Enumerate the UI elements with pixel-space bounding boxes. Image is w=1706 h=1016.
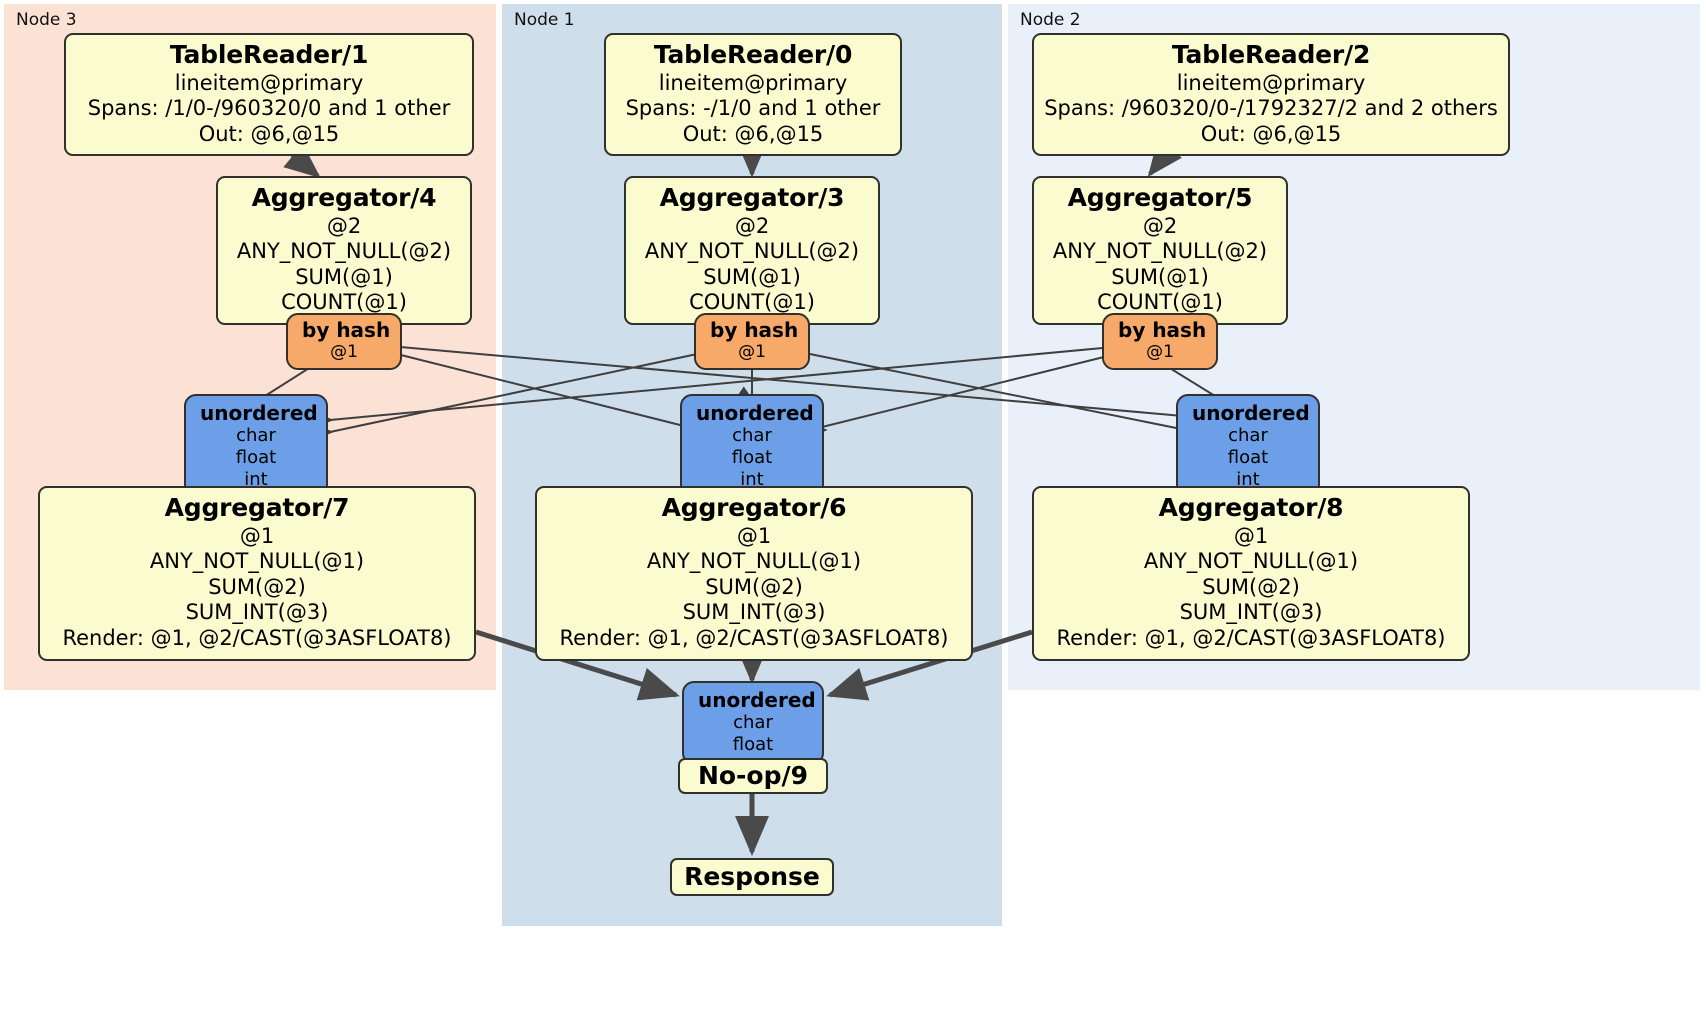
router-title: by hash — [1118, 318, 1207, 342]
processor-detail-line: Render: @1, @2/CAST(@3ASFLOAT8) — [1056, 625, 1446, 650]
synchronizer-type-line: char — [733, 712, 773, 734]
processor-detail-line: SUM_INT(@3) — [682, 600, 826, 625]
processor-detail-line: Render: @1, @2/CAST(@3ASFLOAT8) — [559, 625, 949, 650]
processor-aggregator-7[interactable]: Aggregator/7 @1 ANY_NOT_NULL(@1) SUM(@2)… — [38, 486, 476, 661]
processor-detail-line: lineitem@primary — [174, 70, 364, 95]
processor-response[interactable]: Response — [670, 858, 834, 896]
processor-detail-line: SUM(@2) — [1202, 574, 1300, 599]
processor-detail-line: @2 — [1142, 213, 1178, 238]
processor-tablereader-1[interactable]: TableReader/1 lineitem@primary Spans: /1… — [64, 33, 474, 157]
synchronizer-unordered-node1[interactable]: unordered char float int — [680, 394, 824, 501]
processor-aggregator-6[interactable]: Aggregator/6 @1 ANY_NOT_NULL(@1) SUM(@2)… — [535, 486, 973, 661]
processor-detail-line: ANY_NOT_NULL(@2) — [1052, 239, 1268, 264]
processor-title: Aggregator/8 — [1158, 493, 1344, 522]
processor-title: TableReader/2 — [1171, 40, 1371, 69]
synchronizer-type-line: float — [731, 447, 773, 469]
synchronizer-type-line: char — [732, 425, 772, 447]
processor-detail-line: SUM_INT(@3) — [1179, 600, 1323, 625]
processor-detail-line: Spans: /1/0-/960320/0 and 1 other — [87, 96, 451, 121]
processor-title: Aggregator/5 — [1067, 183, 1253, 212]
processor-title: TableReader/1 — [169, 40, 369, 69]
processor-detail-line: SUM(@1) — [1111, 264, 1209, 289]
processor-detail-line: SUM(@1) — [703, 264, 801, 289]
processor-detail-line: @1 — [736, 523, 772, 548]
synchronizer-title: unordered — [698, 688, 816, 712]
synchronizer-title: unordered — [1192, 401, 1310, 425]
router-title: by hash — [710, 318, 799, 342]
synchronizer-type-line: float — [732, 734, 774, 756]
processor-detail-line: ANY_NOT_NULL(@2) — [236, 239, 452, 264]
processor-detail-line: ANY_NOT_NULL(@1) — [149, 549, 365, 574]
processor-detail-line: lineitem@primary — [658, 70, 848, 95]
processor-aggregator-8[interactable]: Aggregator/8 @1 ANY_NOT_NULL(@1) SUM(@2)… — [1032, 486, 1470, 661]
synchronizer-title: unordered — [696, 401, 814, 425]
processor-detail-line: COUNT(@1) — [689, 290, 815, 315]
processor-detail-line: SUM(@2) — [208, 574, 306, 599]
processor-title: Response — [684, 861, 820, 891]
router-title: by hash — [302, 318, 391, 342]
processor-title: No-op/9 — [697, 760, 809, 790]
node-panel-label-node3: Node 3 — [16, 10, 77, 30]
synchronizer-type-line: int — [1236, 469, 1260, 491]
processor-aggregator-5[interactable]: Aggregator/5 @2 ANY_NOT_NULL(@2) SUM(@1)… — [1032, 176, 1288, 325]
processor-detail-line: @1 — [239, 523, 275, 548]
synchronizer-type-line: float — [1227, 447, 1269, 469]
synchronizer-unordered-final[interactable]: unordered char float — [682, 681, 824, 766]
processor-title: Aggregator/3 — [659, 183, 845, 212]
processor-detail-line: @2 — [734, 213, 770, 238]
processor-detail-line: Spans: /960320/0-/1792327/2 and 2 others — [1044, 96, 1498, 121]
processor-detail-line: COUNT(@1) — [281, 290, 407, 315]
processor-tablereader-0[interactable]: TableReader/0 lineitem@primary Spans: -/… — [604, 33, 902, 157]
processor-detail-line: lineitem@primary — [1176, 70, 1366, 95]
processor-title: TableReader/0 — [653, 40, 853, 69]
processor-detail-line: ANY_NOT_NULL(@1) — [1143, 549, 1359, 574]
node-panel-label-node2: Node 2 — [1020, 10, 1081, 30]
processor-detail-line: Out: @6,@15 — [682, 121, 824, 146]
processor-aggregator-4[interactable]: Aggregator/4 @2 ANY_NOT_NULL(@2) SUM(@1)… — [216, 176, 472, 325]
synchronizer-type-line: int — [740, 469, 764, 491]
processor-title: Aggregator/4 — [251, 183, 437, 212]
synchronizer-type-line: int — [244, 469, 268, 491]
router-detail-line: @1 — [738, 342, 766, 363]
router-by-hash-node1[interactable]: by hash @1 — [694, 313, 810, 371]
processor-detail-line: SUM_INT(@3) — [185, 600, 329, 625]
synchronizer-type-line: char — [236, 425, 276, 447]
processor-detail-line: SUM(@2) — [705, 574, 803, 599]
processor-detail-line: Out: @6,@15 — [1200, 121, 1342, 146]
processor-detail-line: SUM(@1) — [295, 264, 393, 289]
synchronizer-unordered-node3[interactable]: unordered char float int — [184, 394, 328, 501]
synchronizer-unordered-node2[interactable]: unordered char float int — [1176, 394, 1320, 501]
synchronizer-title: unordered — [200, 401, 318, 425]
router-detail-line: @1 — [1146, 342, 1174, 363]
processor-detail-line: ANY_NOT_NULL(@2) — [644, 239, 860, 264]
processor-detail-line: Out: @6,@15 — [198, 121, 340, 146]
synchronizer-type-line: float — [235, 447, 277, 469]
processor-detail-line: @2 — [326, 213, 362, 238]
router-detail-line: @1 — [330, 342, 358, 363]
processor-title: Aggregator/7 — [164, 493, 350, 522]
processor-aggregator-3[interactable]: Aggregator/3 @2 ANY_NOT_NULL(@2) SUM(@1)… — [624, 176, 880, 325]
router-by-hash-node2[interactable]: by hash @1 — [1102, 313, 1218, 371]
node-panel-label-node1: Node 1 — [514, 10, 575, 30]
router-by-hash-node3[interactable]: by hash @1 — [286, 313, 402, 371]
processor-detail-line: COUNT(@1) — [1097, 290, 1223, 315]
processor-title: Aggregator/6 — [661, 493, 847, 522]
processor-noop-9[interactable]: No-op/9 — [678, 758, 828, 794]
processor-detail-line: Spans: -/1/0 and 1 other — [625, 96, 881, 121]
synchronizer-type-line: char — [1228, 425, 1268, 447]
processor-detail-line: Render: @1, @2/CAST(@3ASFLOAT8) — [62, 625, 452, 650]
processor-detail-line: @1 — [1233, 523, 1269, 548]
processor-tablereader-2[interactable]: TableReader/2 lineitem@primary Spans: /9… — [1032, 33, 1510, 157]
processor-detail-line: ANY_NOT_NULL(@1) — [646, 549, 862, 574]
